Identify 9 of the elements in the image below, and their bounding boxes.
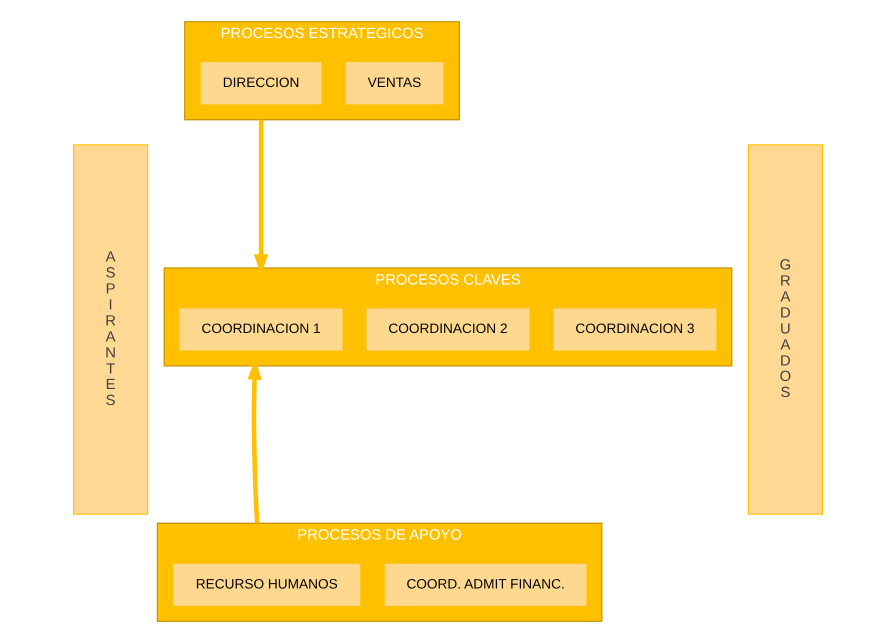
node-box: COORD. ADMIT FINANC. (384, 564, 586, 606)
node-box: DIRECCION (200, 62, 321, 104)
node-box: RECURSO HUMANOS (172, 564, 360, 606)
node-box: VENTAS (344, 62, 443, 104)
node-box: COORDINACION 3 (552, 308, 716, 351)
node-box: A S P I R A N T E S (72, 144, 148, 515)
node-box: COORDINACION 2 (366, 308, 529, 351)
node-box: COORDINACION 1 (179, 308, 342, 351)
node-box: G R A D U A D O S (747, 144, 823, 515)
